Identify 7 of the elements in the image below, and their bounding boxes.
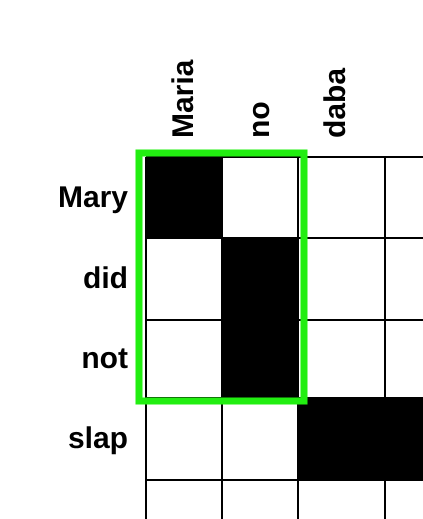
column-label: Maria (167, 60, 201, 138)
row-label: Mary (58, 180, 128, 214)
column-label: daba (319, 68, 353, 138)
column-label: no (243, 101, 277, 138)
row-label: slap (68, 422, 128, 456)
row-label: not (81, 342, 128, 376)
row-label: did (83, 262, 128, 296)
